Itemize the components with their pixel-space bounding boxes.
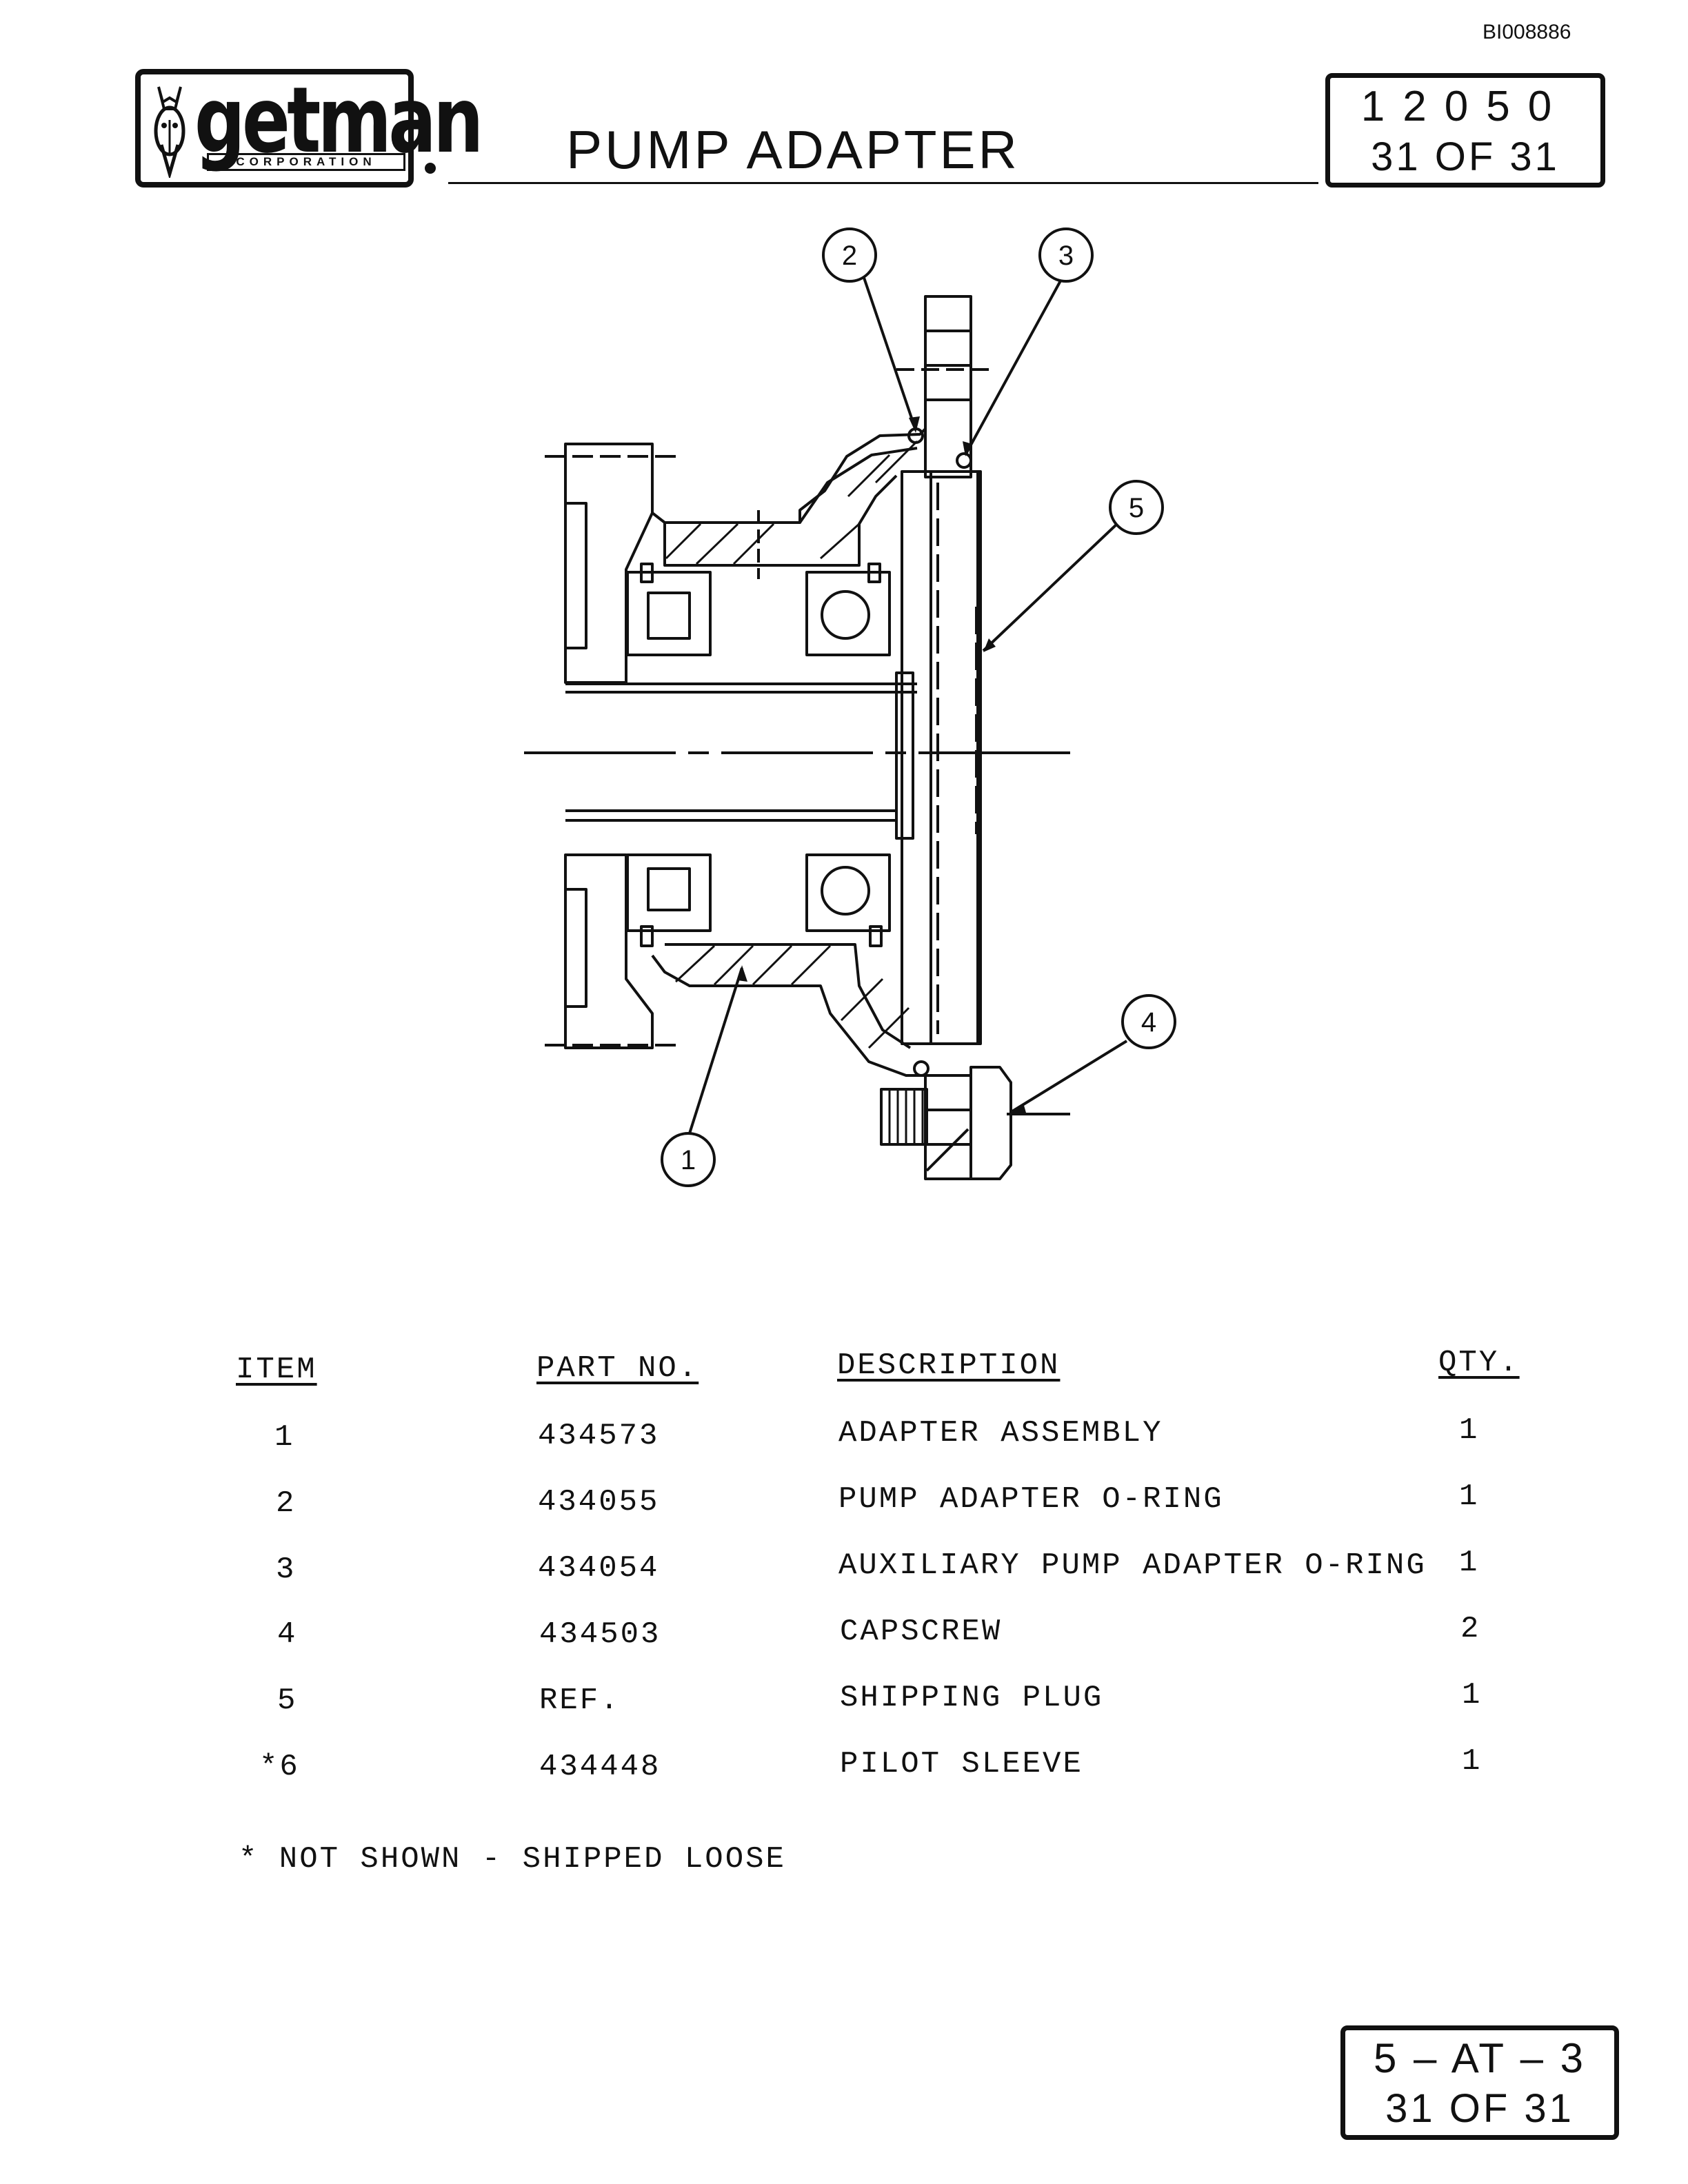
title-underline xyxy=(448,182,1318,184)
callout-circle-1 xyxy=(661,1132,716,1187)
row-1-part-no: 434573 xyxy=(538,1419,660,1453)
header-item: ITEM xyxy=(236,1353,317,1387)
drawing-number: 12050 xyxy=(1360,83,1570,130)
row-4-qty: 2 xyxy=(1460,1612,1481,1646)
page-title: PUMP ADAPTER xyxy=(566,119,1020,180)
row-1-qty: 1 xyxy=(1459,1413,1480,1448)
getman-logo: getman CORPORATION xyxy=(135,69,483,188)
row-5-item: 5 xyxy=(277,1684,298,1718)
header-description: DESCRIPTION xyxy=(837,1348,1061,1383)
header-part-no: PART NO. xyxy=(536,1351,699,1386)
row-6-item: *6 xyxy=(259,1750,300,1784)
footnote: * NOT SHOWN - SHIPPED LOOSE xyxy=(239,1842,786,1877)
callout-circle-4 xyxy=(1121,994,1176,1049)
row-3-description: AUXILIARY PUMP ADAPTER O-RING xyxy=(838,1548,1427,1583)
row-5-part-no: REF. xyxy=(539,1684,621,1718)
row-6-description: PILOT SLEEVE xyxy=(840,1747,1083,1781)
callout-4: 4 xyxy=(1141,1007,1156,1038)
row-5-description: SHIPPING PLUG xyxy=(840,1681,1104,1715)
callout-circle-5 xyxy=(1109,480,1164,535)
row-4-part-no: 434503 xyxy=(539,1617,661,1652)
logo-tagline: CORPORATION xyxy=(207,153,405,171)
callout-1: 1 xyxy=(681,1145,696,1175)
pump-adapter-diagram: 2 3 5 4 1 xyxy=(524,228,1176,1187)
section-code: 5 – AT – 3 xyxy=(1374,2035,1586,2081)
row-4-description: CAPSCREW xyxy=(840,1615,1003,1649)
row-6-part-no: 434448 xyxy=(539,1750,661,1784)
row-2-qty: 1 xyxy=(1459,1479,1480,1514)
row-1-item: 1 xyxy=(274,1420,295,1455)
document-id: BI008886 xyxy=(1483,21,1571,43)
callout-circle-2 xyxy=(822,228,877,283)
drawing-number-box: 12050 31 OF 31 xyxy=(1325,73,1605,188)
callout-3: 3 xyxy=(1058,241,1074,271)
callout-2: 2 xyxy=(842,241,857,271)
row-4-item: 4 xyxy=(277,1617,298,1652)
registered-mark-icon xyxy=(425,163,436,174)
header-qty: QTY. xyxy=(1438,1346,1520,1380)
row-3-item: 3 xyxy=(276,1553,297,1587)
row-3-part-no: 434054 xyxy=(538,1551,660,1586)
row-3-qty: 1 xyxy=(1459,1546,1480,1580)
row-2-part-no: 434055 xyxy=(538,1485,660,1519)
callout-5: 5 xyxy=(1129,493,1144,523)
row-2-description: PUMP ADAPTER O-RING xyxy=(838,1482,1224,1517)
row-1-description: ADAPTER ASSEMBLY xyxy=(838,1416,1163,1450)
footer-sheet-count: 31 OF 31 xyxy=(1385,2086,1574,2131)
sheet-count: 31 OF 31 xyxy=(1371,134,1560,179)
horse-head-icon xyxy=(154,86,185,178)
row-6-qty: 1 xyxy=(1462,1744,1483,1779)
row-2-item: 2 xyxy=(276,1486,297,1521)
callout-circle-3 xyxy=(1038,228,1094,283)
page-reference-box: 5 – AT – 3 31 OF 31 xyxy=(1340,2025,1619,2140)
logo-wordmark: getman xyxy=(194,68,483,174)
row-5-qty: 1 xyxy=(1462,1678,1483,1712)
